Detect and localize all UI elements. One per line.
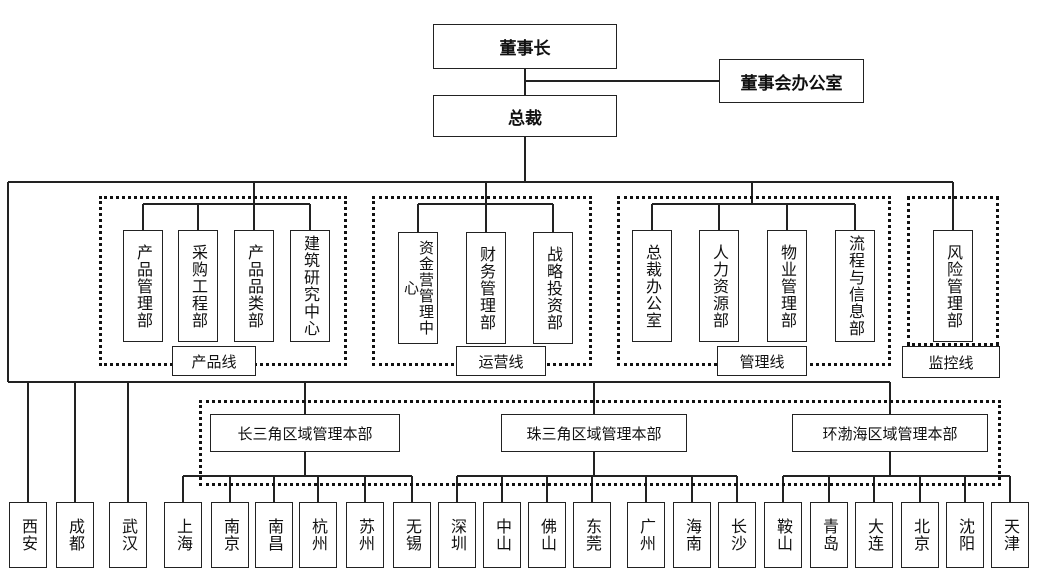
department-box: 采购工程部 — [178, 230, 218, 342]
region-box-yangtze: 长三角区域管理本部 — [210, 414, 400, 452]
city-box: 杭州 — [299, 502, 337, 568]
city-box: 南昌 — [255, 502, 293, 568]
city-box: 武汉 — [109, 502, 147, 568]
region-box-bohai: 环渤海区域管理本部 — [792, 414, 988, 452]
department-box: 产品品类部 — [234, 230, 274, 342]
city-box: 苏州 — [346, 502, 384, 568]
product-line-label: 产品线 — [172, 346, 256, 376]
city-box: 沈阳 — [946, 502, 984, 568]
city-box: 上海 — [164, 502, 202, 568]
president-box: 总裁 — [433, 95, 617, 137]
department-box: 流程与信息部 — [835, 230, 875, 342]
department-box: 战略投资部 — [533, 232, 573, 344]
department-box: 风险管理部 — [933, 230, 973, 342]
monitor-line-group — [907, 196, 999, 346]
department-box: 建筑研究中心 — [290, 230, 330, 342]
city-box: 佛山 — [528, 502, 566, 568]
city-box: 中山 — [483, 502, 521, 568]
city-box: 成都 — [56, 502, 94, 568]
chairman-box: 董事长 — [433, 24, 617, 69]
city-box: 深圳 — [438, 502, 476, 568]
operation-line-label: 运营线 — [456, 346, 546, 376]
department-box: 总裁办公室 — [632, 230, 672, 342]
department-box: 人力资源部 — [699, 230, 739, 342]
region-group — [199, 400, 1001, 486]
department-box: 资金营管理中心 — [398, 232, 438, 344]
city-box: 无锡 — [393, 502, 431, 568]
department-box: 财务管理部 — [466, 232, 506, 344]
city-box: 南京 — [211, 502, 249, 568]
management-line-label: 管理线 — [717, 346, 807, 376]
region-box-pearl: 珠三角区域管理本部 — [501, 414, 687, 452]
city-box: 西安 — [9, 502, 47, 568]
department-box: 物业管理部 — [767, 230, 807, 342]
city-box: 大连 — [855, 502, 893, 568]
city-box: 北京 — [901, 502, 939, 568]
city-box: 天津 — [991, 502, 1029, 568]
board-office-box: 董事会办公室 — [719, 59, 864, 103]
city-box: 长沙 — [718, 502, 756, 568]
city-box: 东莞 — [573, 502, 611, 568]
city-box: 广州 — [627, 502, 665, 568]
department-box: 产品管理部 — [123, 230, 163, 342]
monitor-line-label: 监控线 — [902, 346, 1000, 378]
city-box: 鞍山 — [764, 502, 802, 568]
city-box: 青岛 — [810, 502, 848, 568]
city-box: 海南 — [673, 502, 711, 568]
